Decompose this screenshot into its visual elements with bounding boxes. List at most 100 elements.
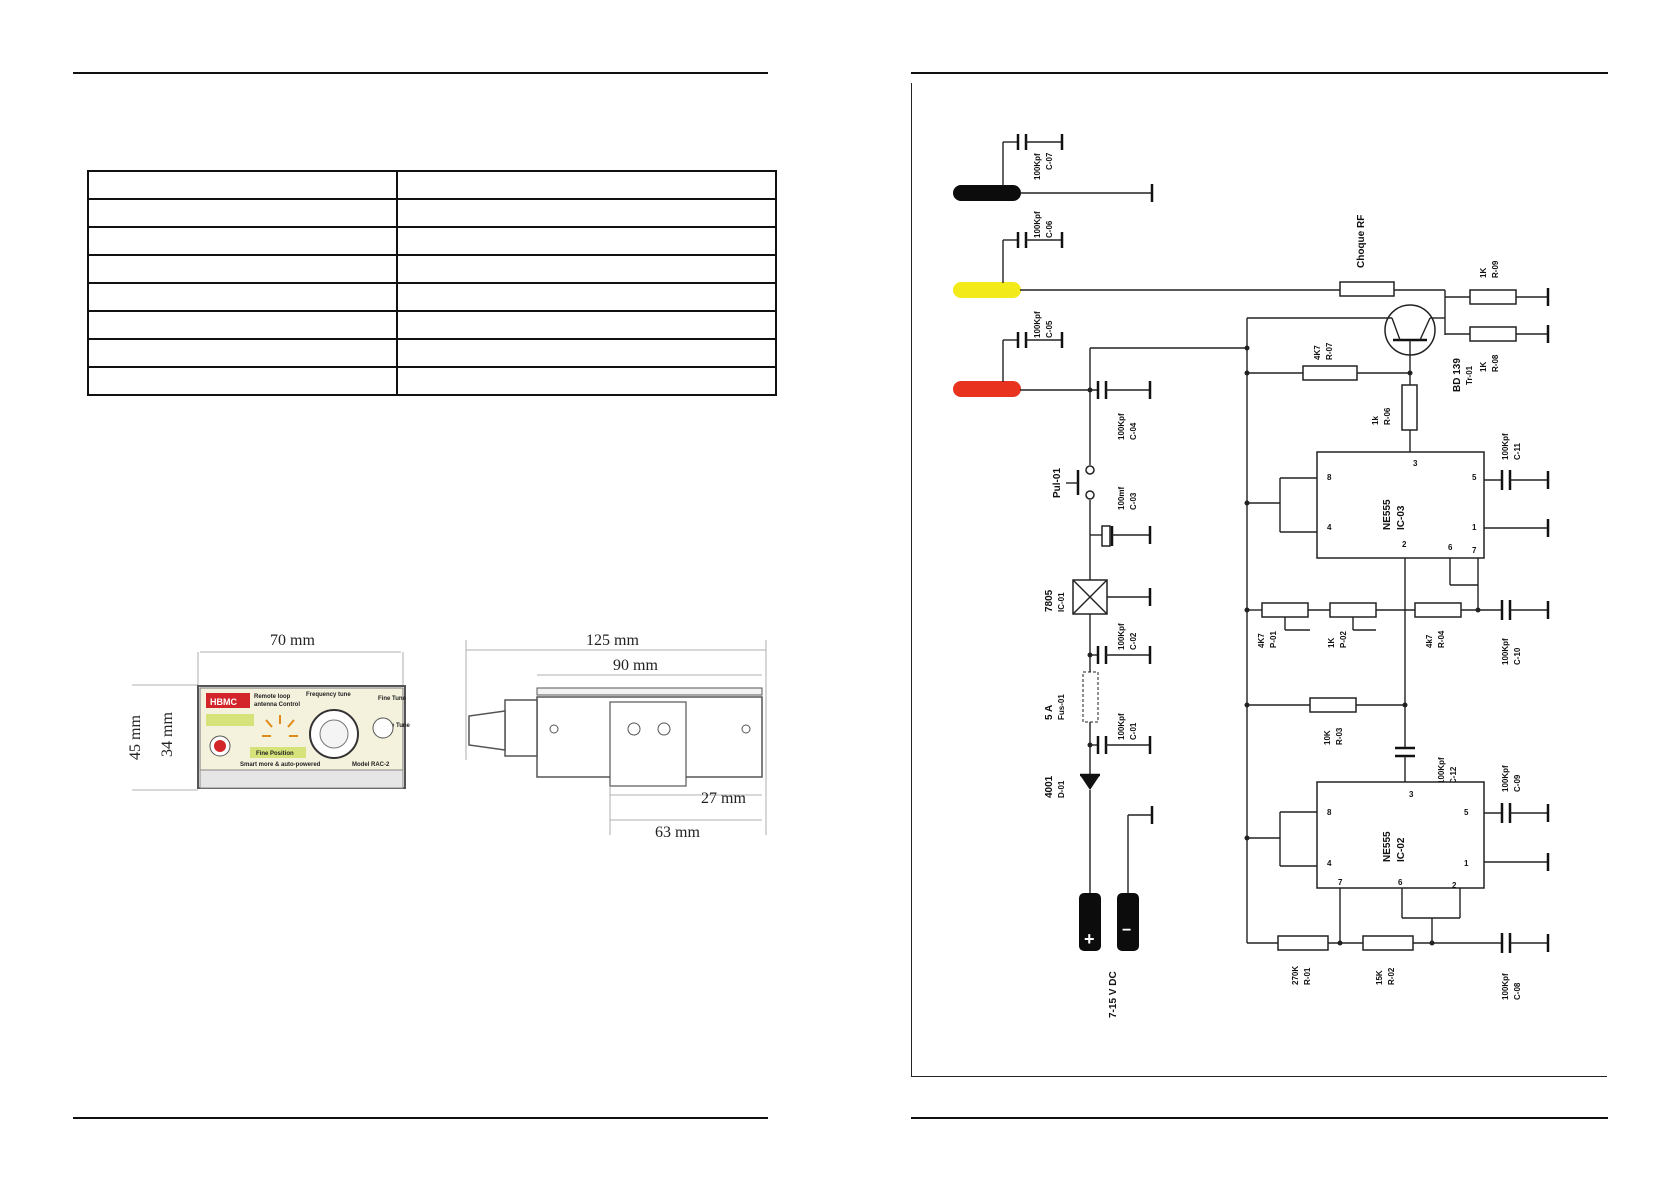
r09-ref-label: R-09 xyxy=(1491,260,1500,278)
device-side-view: 125 mm 90 mm 27 mm 63 mm xyxy=(465,632,767,841)
fine-position-indicator-icon xyxy=(262,715,298,737)
ic02-pin-5: 5 xyxy=(1464,808,1469,817)
r01-ref-label: R-01 xyxy=(1303,967,1312,985)
front-logo: HBMC xyxy=(210,697,237,707)
diode-value-label: 4001 xyxy=(1044,775,1055,798)
c06-ref-label: C-06 xyxy=(1045,220,1054,238)
diode-icon xyxy=(1080,775,1100,790)
device-drawings: 70 mm 45 mm 34 mm HBMC Remote loop anten… xyxy=(127,632,767,841)
coarse-tune-knob-icon xyxy=(372,717,394,739)
supply-voltage-label: 7-15 V DC xyxy=(1108,971,1119,1018)
side-height-label: 27 mm xyxy=(701,790,746,807)
table-cell xyxy=(87,198,398,228)
table-row xyxy=(87,282,777,312)
r02-ref-label: R-02 xyxy=(1387,967,1396,985)
table-row xyxy=(87,254,777,284)
left-header-rule xyxy=(73,72,768,74)
c11-ref-label: C-11 xyxy=(1513,443,1522,460)
c02-ref-label: C-02 xyxy=(1129,632,1138,650)
c08-ref-label: C-08 xyxy=(1513,982,1522,1000)
table-cell xyxy=(87,282,398,312)
diode-ref-label: D-01 xyxy=(1057,780,1066,798)
power-led-icon xyxy=(214,740,226,752)
fuse-value-label: 5 A xyxy=(1044,705,1055,720)
yellow-connector-icon xyxy=(953,282,1021,298)
table-row xyxy=(87,366,777,396)
p02-value-label: 1K xyxy=(1327,638,1336,648)
front-width-label: 70 mm xyxy=(270,632,315,649)
r07-value-label: 4K7 xyxy=(1313,345,1322,360)
c07-value-label: 100Kpf xyxy=(1033,153,1042,180)
minus-terminal-label: − xyxy=(1122,922,1131,939)
ic02-value-label: NE555 xyxy=(1382,831,1393,862)
transistor-ref-label: Tr-01 xyxy=(1465,365,1474,385)
table-cell xyxy=(396,366,777,396)
regulator-ref-label: IC-01 xyxy=(1057,592,1066,612)
r07-ref-label: R-07 xyxy=(1325,342,1334,360)
c01-ref-label: C-01 xyxy=(1129,722,1138,740)
table-row xyxy=(87,170,777,200)
regulator-value-label: 7805 xyxy=(1044,589,1055,612)
rf-choke-label: Choque RF xyxy=(1356,215,1367,268)
r08-value-label: 1K xyxy=(1479,362,1488,372)
right-header-rule xyxy=(911,72,1608,74)
ic03-value-label: NE555 xyxy=(1382,499,1393,530)
p01-value-label: 4K7 xyxy=(1257,633,1266,648)
table-cell xyxy=(87,254,398,284)
r02-value-label: 15K xyxy=(1375,970,1384,985)
ic03-pin-3: 3 xyxy=(1413,459,1418,468)
c10-value-label: 100Kpf xyxy=(1501,638,1510,665)
potentiometer-p01-icon xyxy=(1261,602,1309,618)
table-cell xyxy=(396,310,777,340)
front-inner-height-label: 34 mm xyxy=(159,712,176,757)
table-row xyxy=(87,338,777,368)
r04-ref-label: R-04 xyxy=(1437,630,1446,648)
table-cell xyxy=(396,226,777,256)
r09-value-label: 1K xyxy=(1479,268,1488,278)
ic03-pin-4: 4 xyxy=(1327,523,1332,532)
plus-terminal-label: + xyxy=(1084,929,1095,949)
c07-ref-label: C-07 xyxy=(1045,152,1054,170)
c04-ref-label: C-04 xyxy=(1129,422,1138,440)
r03-value-label: 10K xyxy=(1323,730,1332,745)
c03-ref-label: C-03 xyxy=(1129,492,1138,510)
ic02-pin-4: 4 xyxy=(1327,859,1332,868)
side-length-label: 125 mm xyxy=(586,632,639,649)
p01-ref-label: P-01 xyxy=(1269,631,1278,648)
ic03-chip-icon xyxy=(1316,451,1485,559)
front-footer-text: Smart more & auto-powered xyxy=(240,762,321,768)
c09-ref-label: C-09 xyxy=(1513,774,1522,792)
p02-ref-label: P-02 xyxy=(1339,631,1348,648)
r06-value-label: 1k xyxy=(1371,416,1380,425)
minus-terminal-icon xyxy=(1117,893,1139,951)
pushbutton-icon xyxy=(1085,465,1095,475)
device-front-view: 70 mm 45 mm 34 mm HBMC Remote loop anten… xyxy=(127,632,411,791)
ic03-pin-2: 2 xyxy=(1402,540,1407,549)
c09-value-label: 100Kpf xyxy=(1501,765,1510,792)
c12-value-label: 100Kpf xyxy=(1437,757,1446,784)
ic02-pin-1: 1 xyxy=(1464,859,1469,868)
ic02-pin-7: 7 xyxy=(1338,878,1343,887)
table-cell xyxy=(87,366,398,396)
red-connector-icon xyxy=(953,381,1021,397)
table-row xyxy=(87,310,777,340)
ic03-pin-1: 1 xyxy=(1472,523,1477,532)
side-bracket-label: 63 mm xyxy=(655,824,700,841)
c12-ref-label: C-12 xyxy=(1449,766,1458,784)
front-fine-position-label: Fine Position xyxy=(256,751,294,757)
table-cell xyxy=(87,310,398,340)
c04-value-label: 100Kpf xyxy=(1117,413,1126,440)
ic03-pin-7: 7 xyxy=(1472,546,1477,555)
ic03-ref-label: IC-03 xyxy=(1396,505,1407,530)
r04-value-label: 4k7 xyxy=(1425,634,1434,648)
table-cell xyxy=(87,338,398,368)
right-footer-rule xyxy=(911,1117,1608,1119)
black-connector-icon xyxy=(953,185,1021,201)
front-freq-label: Frequency tune xyxy=(306,692,351,698)
table-row xyxy=(87,198,777,228)
ic02-pin-2: 2 xyxy=(1452,881,1457,890)
schematic-frame xyxy=(911,83,1607,1077)
rf-choke-icon xyxy=(1339,281,1395,297)
table-cell xyxy=(396,282,777,312)
plus-terminal-icon xyxy=(1079,893,1101,951)
